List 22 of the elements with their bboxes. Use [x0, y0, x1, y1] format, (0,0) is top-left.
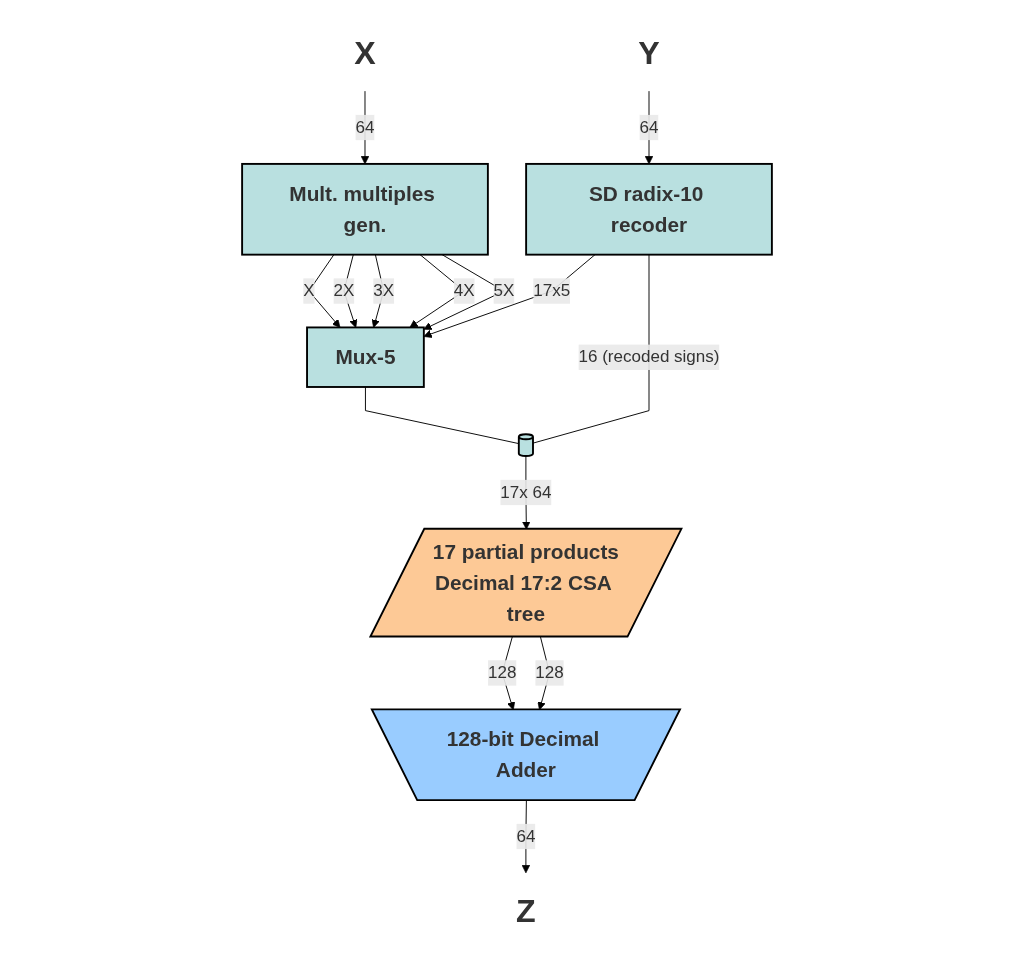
edge-label: 128: [535, 662, 564, 682]
edge-label: 16 (recoded signs): [578, 346, 720, 366]
edge-label: 17x5: [533, 280, 571, 300]
node-box: Mult. multiples gen.: [241, 162, 489, 256]
connector: [532, 253, 650, 444]
edge-label: X: [303, 280, 315, 300]
node-text: Y: [638, 33, 660, 70]
edge-label: 64: [516, 826, 536, 845]
connector: [364, 386, 520, 444]
node-cylinder: [517, 432, 534, 457]
node-text: X: [354, 33, 376, 70]
edge-label: 2X: [333, 280, 355, 300]
edge-label: 17x 64: [500, 481, 552, 501]
edge-label: 3X: [373, 280, 395, 300]
node-text: Z: [516, 892, 536, 929]
node-box: SD radix-10 recoder: [525, 162, 773, 256]
edge-label: 4X: [453, 280, 475, 300]
node-box: Mux-5: [306, 326, 425, 388]
edge-label: 5X: [493, 280, 515, 300]
edge-label: 64: [639, 117, 659, 136]
edge-label: 64: [355, 117, 375, 136]
edge-label: 128: [488, 662, 517, 682]
